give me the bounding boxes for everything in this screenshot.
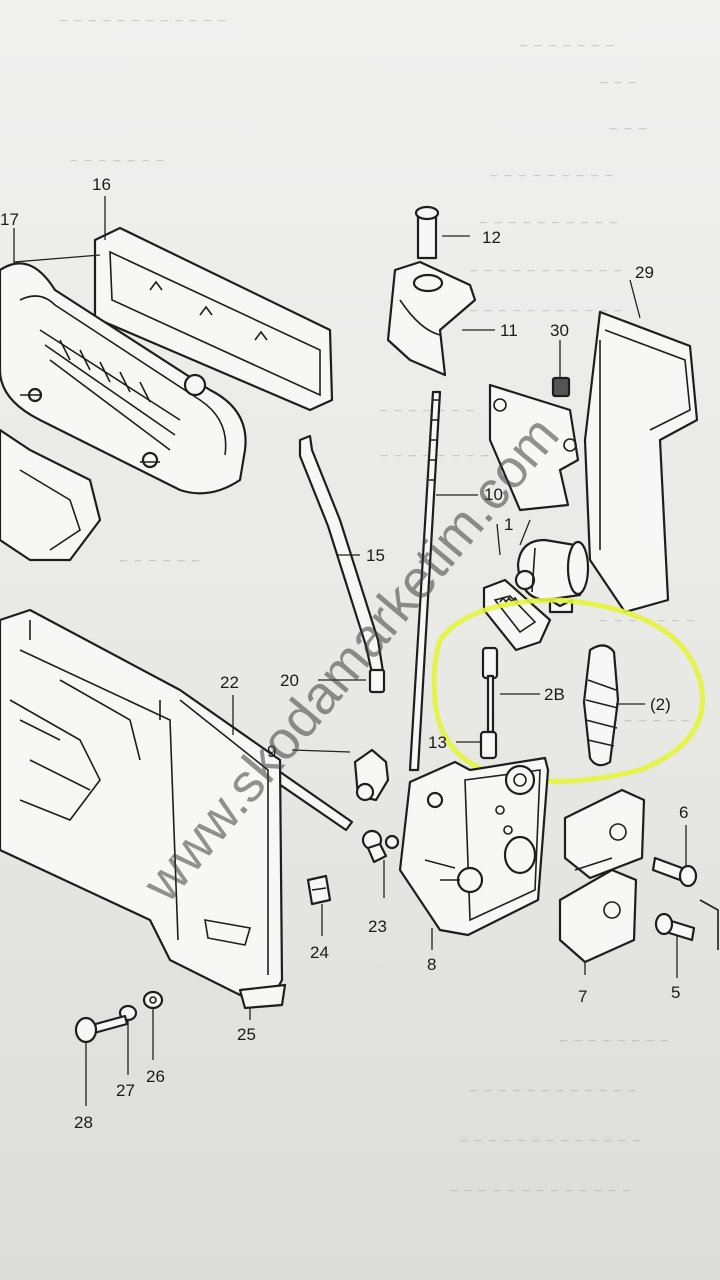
part-9-lever	[353, 748, 390, 802]
svg-text:_ _ _ _ _ _ _ _ _ _ _: _ _ _ _ _ _ _ _ _ _ _	[469, 260, 622, 274]
leader-lines	[13, 196, 687, 1106]
callout-27: 27	[116, 1081, 135, 1100]
callout-8: 8	[427, 955, 436, 974]
part-25-lock-carrier	[0, 608, 287, 1010]
callout-2: (2)	[650, 695, 671, 714]
part-29-cover-panel	[583, 310, 699, 614]
callout-30: 30	[550, 321, 569, 340]
callout-13: 13	[428, 733, 447, 752]
svg-text:_ _ _ _ _ _ _ _ _: _ _ _ _ _ _ _ _ _	[489, 165, 613, 179]
callout-labels: 16 17 12 29 11 30 10 1 15 20 22 2B (2) 1…	[0, 175, 688, 1132]
part-28-screw	[74, 1014, 129, 1044]
part-8-door-lock	[398, 756, 550, 937]
part-7-striker	[558, 788, 646, 964]
part-5-screw	[654, 899, 719, 950]
svg-text:_ _ _ _ _ _: _ _ _ _ _ _	[119, 550, 200, 564]
svg-text:_ _ _ _ _ _ _ _ _ _ _: _ _ _ _ _ _ _ _ _ _ _	[469, 300, 622, 314]
callout-24: 24	[310, 943, 329, 962]
part-23-clip	[366, 842, 388, 864]
lock-mounting-bracket	[488, 383, 580, 512]
svg-text:_ _ _ _ _ _ _: _ _ _ _ _ _ _	[379, 400, 474, 414]
callout-20: 20	[280, 671, 299, 690]
part-11-lock-housing	[386, 260, 477, 377]
callout-2b: 2B	[544, 685, 565, 704]
svg-text:_ _ _ _ _ _ _ _ _ _: _ _ _ _ _ _ _ _ _ _	[479, 212, 618, 226]
svg-text:_ _ _: _ _ _	[609, 118, 647, 132]
callout-15: 15	[366, 546, 385, 565]
callout-26: 26	[146, 1067, 165, 1086]
callout-1: 1	[504, 515, 513, 534]
part-16-handle-frame	[93, 226, 334, 412]
part-inner-handle-bracket	[0, 428, 102, 562]
part-6-screw	[651, 856, 698, 888]
svg-text:_ _ _ _ _ _ _: _ _ _ _ _ _ _	[69, 150, 164, 164]
part-1-lock-cylinder	[514, 538, 590, 614]
highlight-ellipse	[431, 597, 705, 784]
part-12-pin	[414, 205, 440, 260]
svg-text:_ _ _ _ _ _ _ _: _ _ _ _ _ _ _ _	[559, 1030, 669, 1044]
callout-7: 7	[578, 987, 587, 1006]
part-26-washer	[142, 990, 164, 1010]
part-2b-link-rod	[479, 646, 499, 760]
part-10-long-rod	[408, 390, 442, 772]
callout-25: 25	[237, 1025, 256, 1044]
callout-23: 23	[368, 917, 387, 936]
svg-text:_ _ _ _ _ _ _ _ _ _ _ _: _ _ _ _ _ _ _ _ _ _ _ _	[469, 1080, 636, 1094]
callout-11: 11	[500, 321, 518, 340]
callout-10: 10	[484, 485, 503, 504]
callout-12: 12	[482, 228, 501, 247]
svg-text:_ _ _ _ _ _ _ _ _ _ _ _ _: _ _ _ _ _ _ _ _ _ _ _ _ _	[449, 1180, 631, 1194]
callout-5: 5	[671, 983, 680, 1002]
svg-text:_ _ _ _ _ _: _ _ _ _ _ _	[609, 710, 690, 724]
callout-17: 17	[0, 210, 19, 229]
part-2-grip	[582, 644, 620, 767]
part-30-clip	[551, 376, 571, 398]
part-20-rod-clip	[368, 668, 386, 694]
callout-16: 16	[92, 175, 111, 194]
part-24-clip	[306, 874, 332, 906]
callout-9: 9	[267, 742, 276, 761]
callout-29: 29	[635, 263, 654, 282]
svg-text:_ _ _ _ _ _ _ _ _ _ _ _: _ _ _ _ _ _ _ _ _ _ _ _	[59, 10, 226, 24]
svg-text:_ _ _ _ _ _ _: _ _ _ _ _ _ _	[519, 35, 614, 49]
part-17-outer-handle	[0, 262, 247, 495]
callout-28: 28	[74, 1113, 93, 1132]
callout-22: 22	[220, 673, 239, 692]
svg-text:_ _ _ _ _ _ _ _ _ _ _ _ _: _ _ _ _ _ _ _ _ _ _ _ _ _	[459, 1130, 641, 1144]
svg-text:_ _ _: _ _ _	[599, 72, 637, 86]
callout-6: 6	[679, 803, 688, 822]
